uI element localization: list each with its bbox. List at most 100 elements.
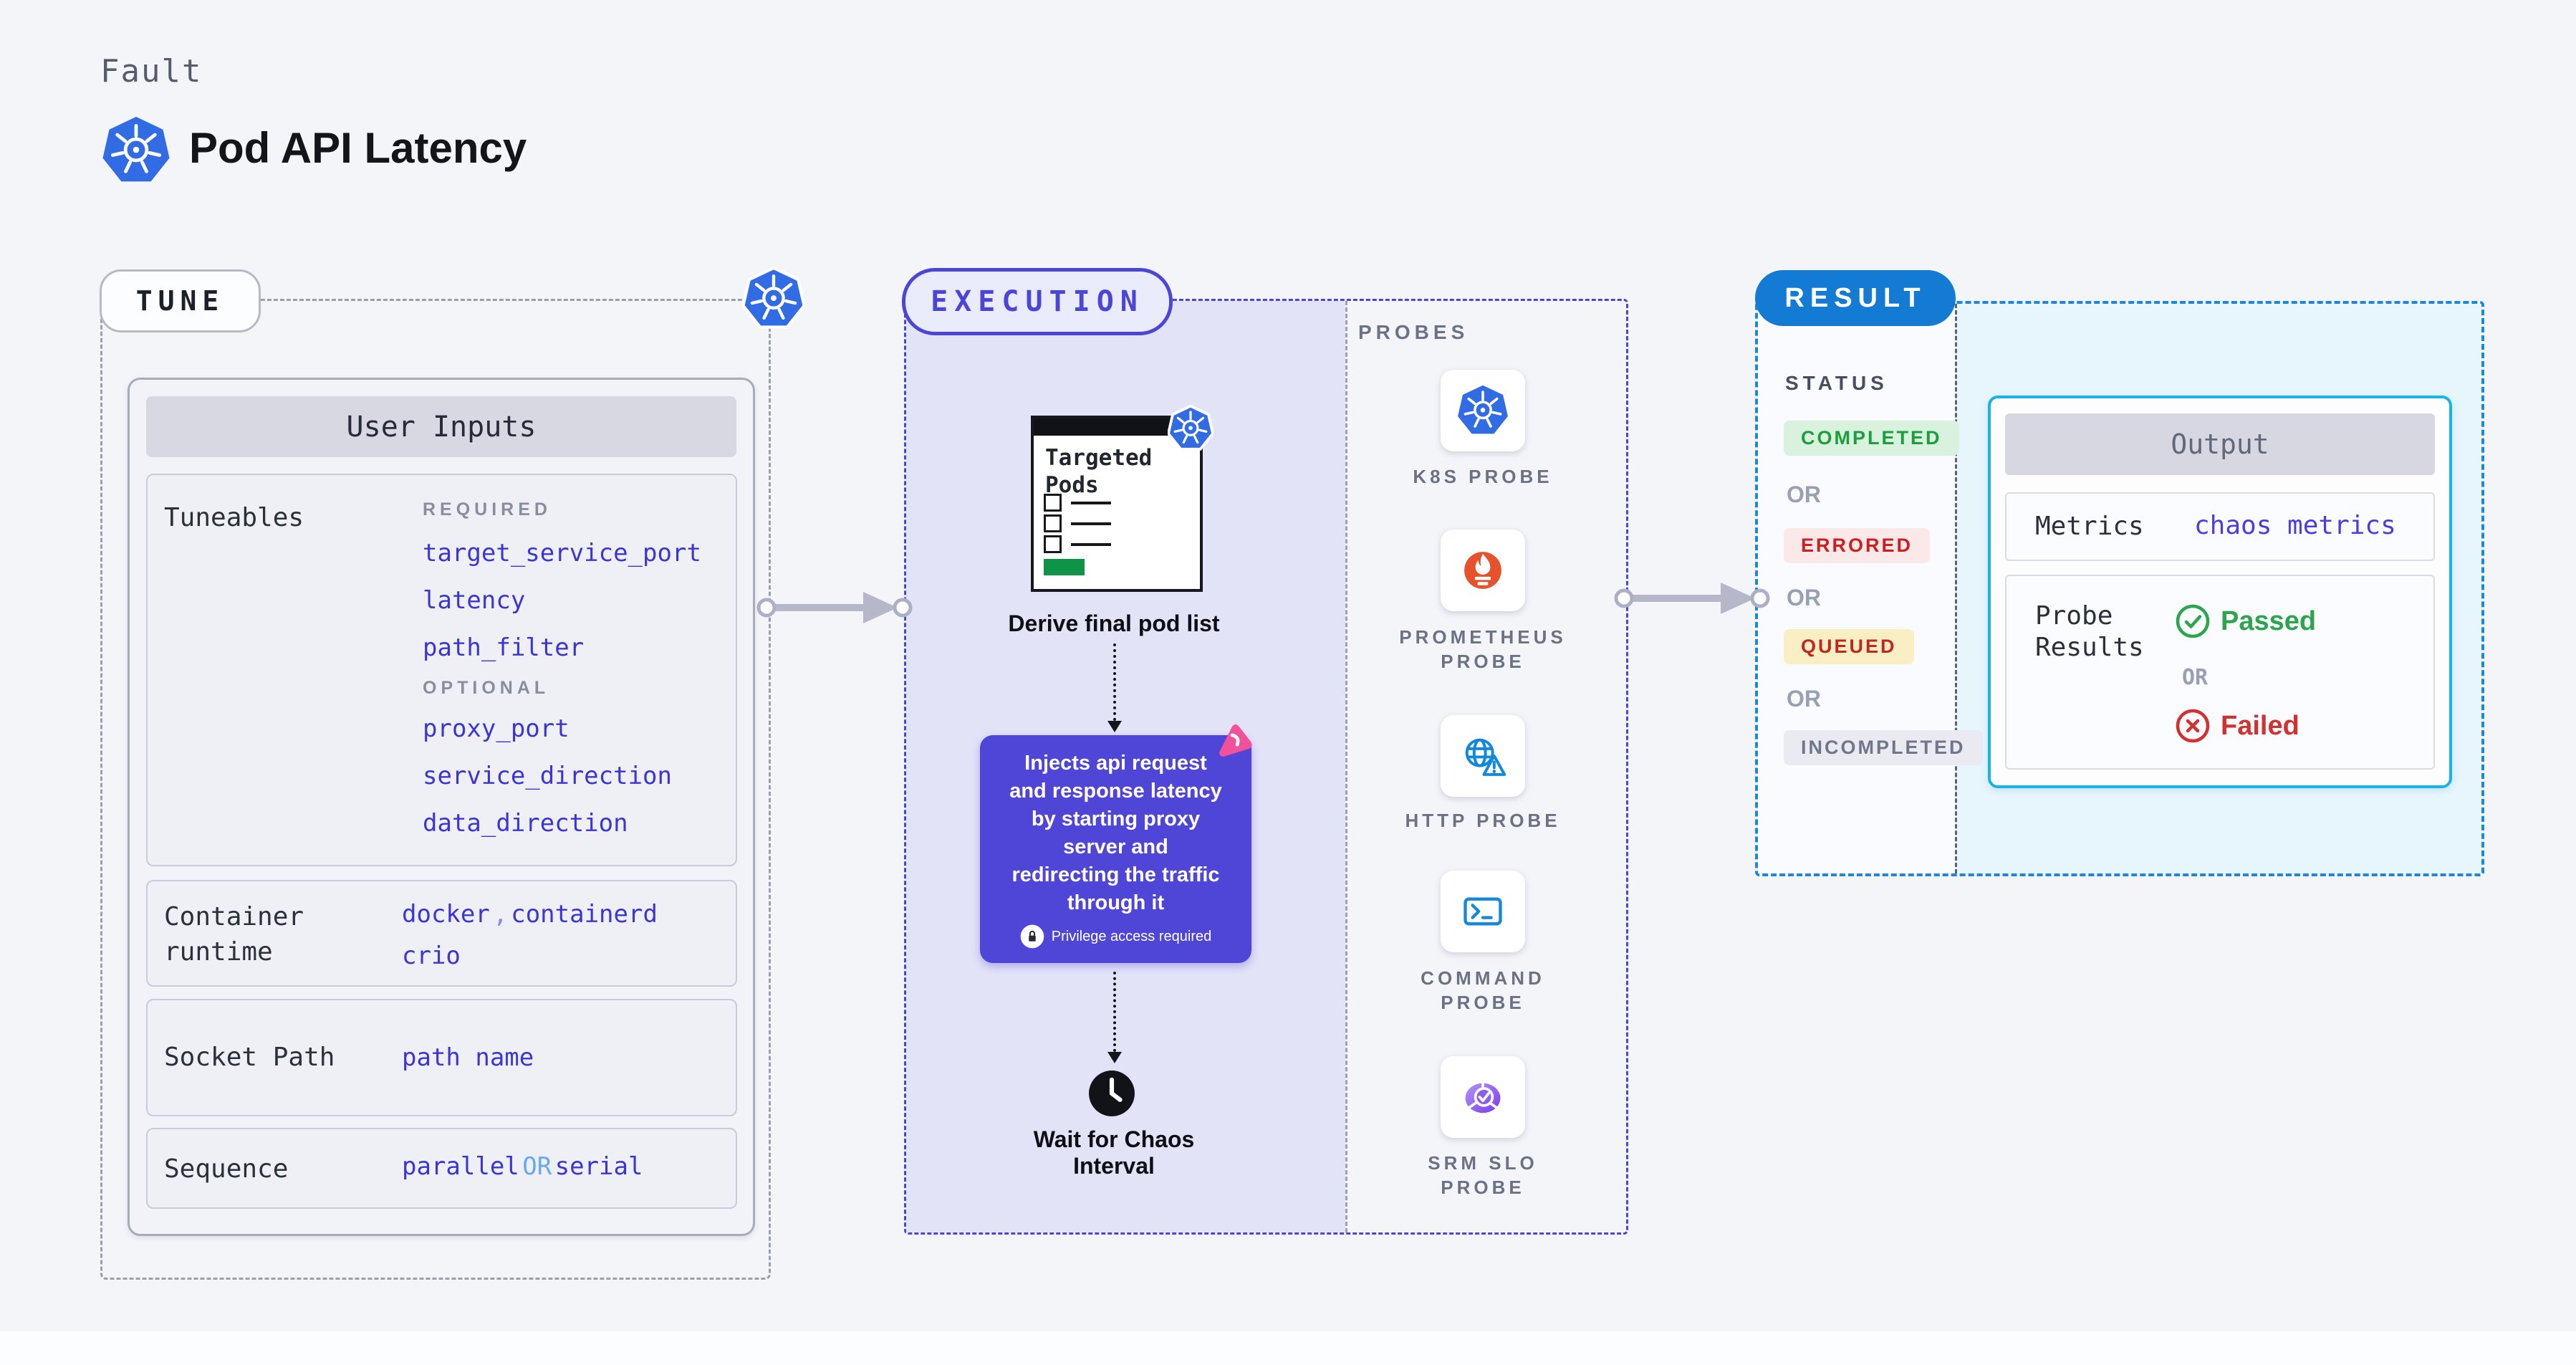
targeted-pods-title-line1: Targeted (1045, 445, 1153, 471)
privilege-note: Privilege access required (1051, 928, 1212, 944)
probe-label: SRM SLO PROBE (1428, 1152, 1538, 1198)
sequence-value: parallel (402, 1152, 519, 1181)
status-panel (1758, 304, 1955, 873)
sequence-label: Sequence (164, 1154, 289, 1184)
probe-label: COMMAND PROBE (1421, 967, 1545, 1013)
probe-card-srm-slo (1441, 1056, 1525, 1138)
inject-text: and response latency (1009, 780, 1222, 803)
or-separator: OR (2182, 665, 2209, 690)
checkbox-icon (1044, 494, 1062, 512)
flow-connector (1113, 972, 1116, 1052)
prometheus-icon (1456, 544, 1509, 597)
execution-section: Targeted Pods Derive final pod list (904, 299, 1628, 1235)
arrow-down-icon (1107, 1052, 1122, 1063)
runtime-value: crio (402, 942, 461, 970)
targeted-pods-title: Targeted Pods (1045, 444, 1152, 499)
progress-bar (1044, 559, 1085, 575)
x-circle-icon (2175, 708, 2211, 744)
or-separator: OR (1787, 686, 1821, 712)
runtime-separator: , (493, 900, 508, 929)
kubernetes-icon (1457, 385, 1509, 436)
slo-pie-check-icon (1456, 1071, 1509, 1124)
tuneable-item: data_direction (423, 809, 628, 838)
passed-label: Passed (2221, 605, 2317, 636)
sequence-values: parallel OR serial (402, 1152, 643, 1181)
tuneables-values: REQUIRED target_service_port latency pat… (423, 499, 701, 838)
probe-results-row: Probe Results Passed OR (2005, 575, 2435, 770)
fault-kicker: Fault (100, 53, 203, 90)
failed-label: Failed (2221, 710, 2299, 741)
sequence-or: OR (522, 1152, 552, 1181)
status-badge-queued: QUEUED (1784, 629, 1914, 664)
output-title: Output (2005, 413, 2435, 475)
probes-heading: PROBES (1358, 321, 1469, 343)
probe-card-k8s (1441, 370, 1525, 451)
inject-text: through it (1067, 891, 1165, 914)
check-circle-icon (2175, 603, 2211, 639)
clock-icon (1087, 1069, 1136, 1118)
list-line (1071, 501, 1111, 504)
execution-badge: EXECUTION (902, 268, 1173, 335)
tune-section: User Inputs Tuneables REQUIRED target_se… (100, 299, 771, 1280)
required-heading: REQUIRED (423, 499, 552, 519)
status-heading: STATUS (1785, 372, 1888, 394)
bottom-margin (0, 1331, 2576, 1365)
probe-results-label: Probe Results (2035, 601, 2144, 662)
pod-list-item (1044, 514, 1111, 532)
status-badge-errored: ERRORED (1784, 528, 1931, 563)
arrow-down-icon (1107, 721, 1122, 732)
kubernetes-icon (742, 267, 805, 331)
probe-card-command (1441, 871, 1525, 952)
passed-result: Passed (2175, 603, 2316, 639)
probe-label: K8S PROBE (1413, 466, 1553, 487)
or-separator: OR (1787, 482, 1821, 507)
derive-pod-list-caption: Derive final pod list (1008, 610, 1220, 636)
terminal-icon (1457, 886, 1509, 937)
lock-icon (1020, 924, 1044, 949)
list-line (1071, 522, 1111, 525)
container-runtime-row: Container runtime docker , containerd cr… (146, 880, 737, 987)
sequence-row: Sequence parallel OR serial (146, 1128, 737, 1209)
tune-to-execution-arrow (756, 588, 913, 628)
page-title: Pod API Latency (189, 124, 527, 172)
socket-path-label: Socket Path (164, 1043, 335, 1072)
tuneable-item: path_filter (423, 633, 585, 662)
inject-text: server and (1063, 835, 1168, 858)
socket-path-value: path name (402, 1043, 534, 1072)
result-badge: RESULT (1755, 270, 1956, 326)
kubernetes-icon (102, 115, 170, 186)
wait-caption-line2: Interval (1073, 1153, 1155, 1179)
checkbox-icon (1044, 535, 1062, 553)
tune-badge: TUNE (100, 269, 261, 332)
probe-label: HTTP PROBE (1405, 810, 1561, 831)
user-inputs-title: User Inputs (146, 396, 736, 457)
user-inputs-card: User Inputs Tuneables REQUIRED target_se… (128, 378, 755, 1236)
metrics-value: chaos metrics (2194, 511, 2396, 540)
status-badge-incompleted: INCOMPLETED (1784, 730, 1983, 765)
socket-path-row: Socket Path path name (146, 999, 737, 1116)
pod-list-item (1044, 535, 1111, 553)
container-runtime-values: docker , containerd (402, 900, 658, 929)
probe-label: PROMETHEUS PROBE (1399, 626, 1567, 672)
inject-text: redirecting the traffic (1011, 863, 1220, 886)
container-runtime-label: Container runtime (164, 902, 304, 967)
or-separator: OR (1787, 585, 1821, 610)
probe-card-http (1441, 715, 1525, 797)
kubernetes-icon (1168, 405, 1213, 452)
inject-text: Injects api request (1024, 752, 1207, 775)
litmus-chaos-icon (1213, 722, 1260, 765)
tuneables-row: Tuneables REQUIRED target_service_port l… (146, 474, 737, 866)
wait-chaos-caption: Wait for Chaos Interval (981, 1126, 1246, 1179)
wait-caption-line1: Wait for Chaos (1033, 1126, 1195, 1152)
list-line (1071, 542, 1111, 546)
metrics-row: Metrics chaos metrics (2005, 492, 2435, 561)
runtime-value: containerd (511, 900, 658, 929)
probe-card-prometheus (1441, 530, 1525, 611)
inject-text: by starting proxy (1031, 808, 1201, 830)
failed-result: Failed (2175, 708, 2299, 744)
inject-description-box: Injects api request and response latency… (980, 735, 1251, 963)
probes-divider (1345, 301, 1347, 1232)
http-globe-warning-icon (1457, 730, 1509, 782)
tuneable-item: target_service_port (423, 539, 701, 567)
